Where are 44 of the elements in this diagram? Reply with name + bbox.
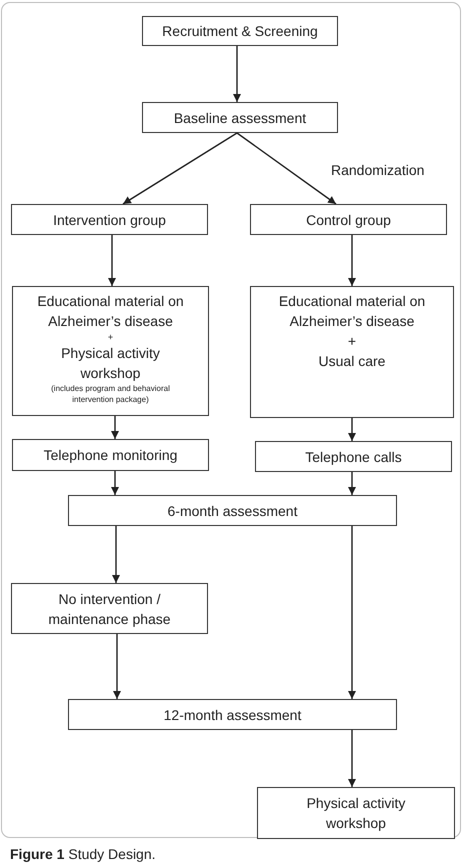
box-text: Educational material on Alzheimer’s disease: [36, 292, 185, 331]
arrow: [348, 730, 356, 787]
process-box: [68, 495, 397, 526]
annotation-label: Randomization: [331, 161, 424, 179]
arrow: [348, 472, 356, 495]
box-text: 12-month assessment: [164, 706, 302, 724]
arrow: [113, 634, 121, 699]
box-text: Physical activity workshop: [306, 794, 406, 833]
box-text: 6-month assessment: [168, 502, 298, 520]
process-box: [12, 286, 209, 416]
arrow: [122, 132, 238, 205]
process-box: [11, 204, 208, 235]
arrow: [111, 416, 119, 439]
process-box: [68, 699, 397, 730]
box-text: Recruitment & Screening: [162, 22, 318, 41]
process-box: [250, 204, 447, 235]
arrow: [348, 526, 356, 699]
figure-caption: Figure 1 Study Design.: [10, 845, 156, 863]
process-box: [142, 16, 338, 46]
process-box: [11, 583, 208, 634]
box-text: +: [108, 331, 114, 343]
process-box: [255, 441, 452, 472]
box-text: Usual care: [318, 352, 386, 371]
box-text: Physical activity workshop: [60, 344, 161, 383]
arrow: [236, 132, 336, 205]
arrow: [348, 418, 356, 441]
arrow: [348, 235, 356, 286]
process-box: [250, 286, 454, 418]
box-text: Telephone calls: [305, 448, 402, 466]
arrow: [108, 235, 116, 286]
arrow: [233, 46, 241, 102]
box-text: Intervention group: [53, 210, 166, 230]
box-text: Telephone monitoring: [44, 446, 178, 465]
box-text: Educational material on Alzheimer’s disease: [278, 292, 426, 331]
box-text: No intervention / maintenance phase: [47, 590, 172, 628]
process-box: [257, 787, 455, 839]
process-box: [12, 439, 209, 471]
box-text: Control group: [306, 210, 391, 230]
process-box: [142, 102, 338, 133]
box-text: Baseline assessment: [174, 108, 306, 128]
arrow: [111, 471, 119, 495]
arrow: [112, 526, 120, 583]
box-text: (includes program and behavioral intervention package): [50, 383, 171, 405]
box-text: +: [348, 332, 356, 351]
